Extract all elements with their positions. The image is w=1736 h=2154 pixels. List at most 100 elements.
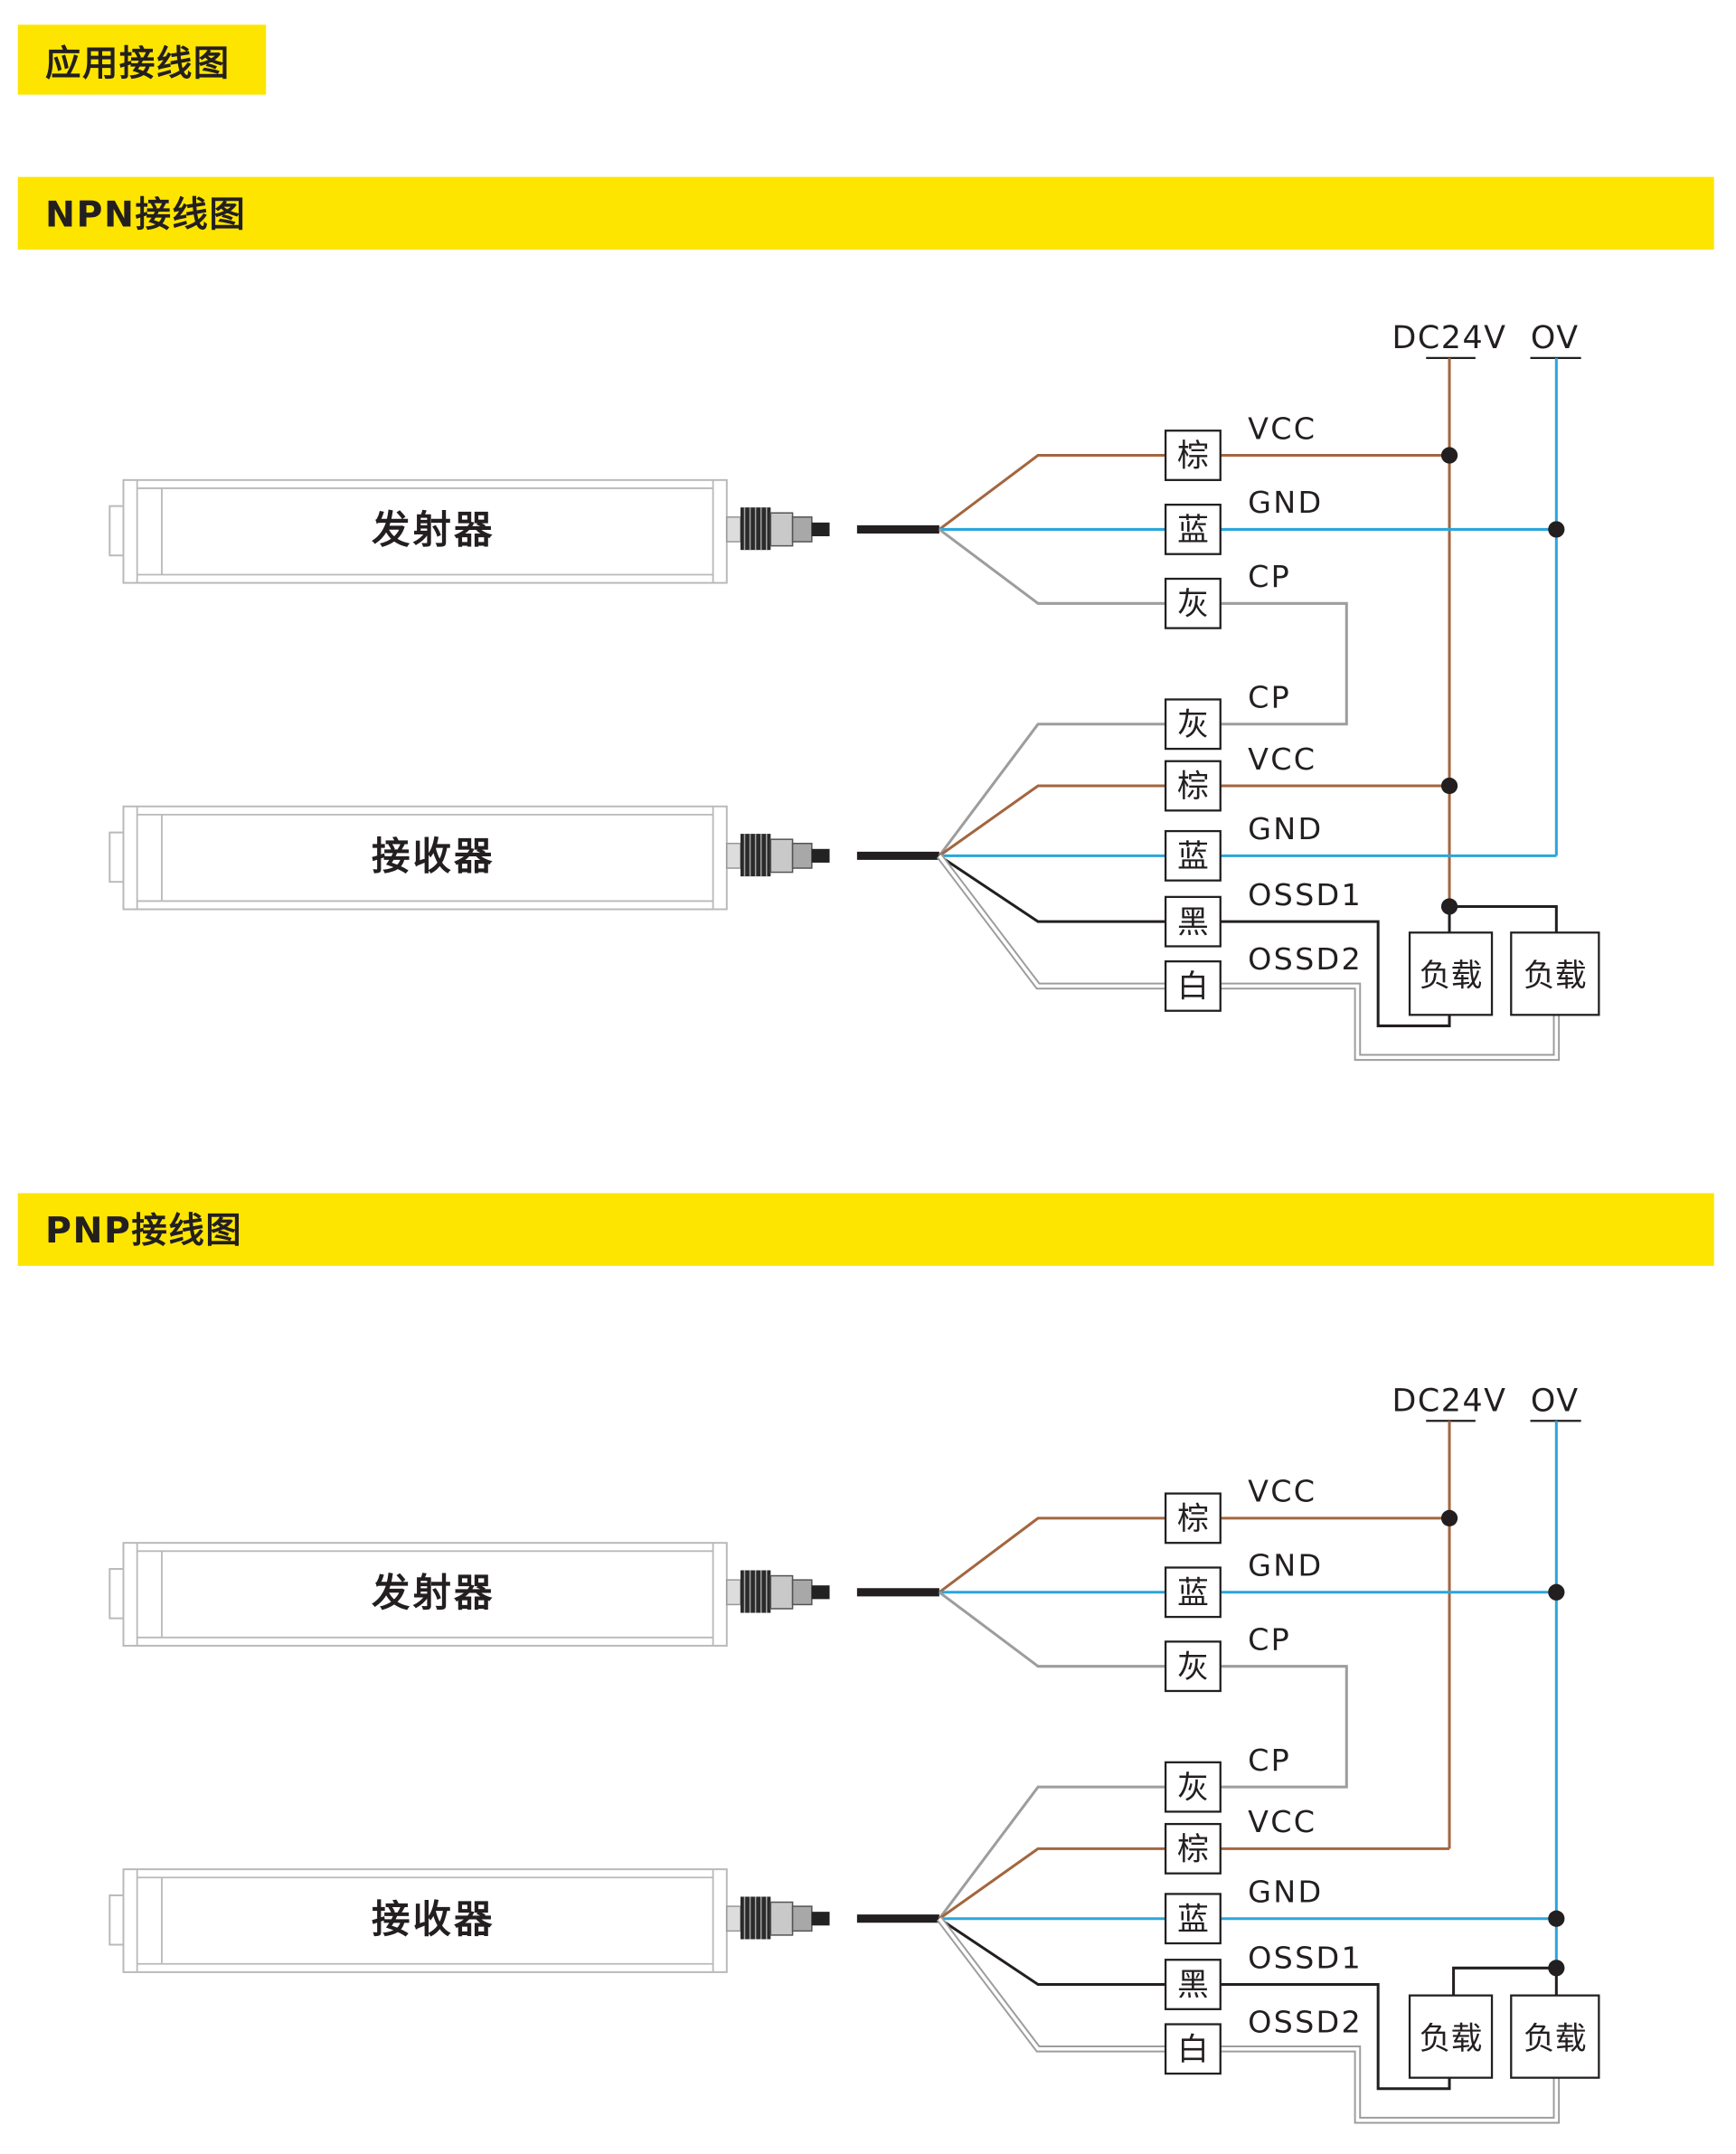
connector-neck [726, 842, 741, 869]
junction-dots [1440, 447, 1565, 915]
wire-color-label: 棕 [1177, 769, 1209, 805]
ov-label: OV [1531, 320, 1580, 356]
load-2: 负载 [1510, 1994, 1600, 2079]
wire-color-label: 灰 [1177, 1649, 1209, 1686]
connector-cable-stub [811, 1912, 830, 1926]
wire-color-label: 灰 [1177, 707, 1209, 743]
section-title-text: 应用接线图 [45, 43, 231, 84]
connector-neck [726, 1905, 741, 1932]
emitter-fan-wires [938, 454, 1166, 605]
emitter-wire-1 [938, 454, 1166, 531]
load-1-box [1408, 931, 1494, 1016]
connector-neck [726, 1579, 741, 1606]
emitter-wire-3 [938, 1591, 1166, 1668]
connector-sleeve [769, 512, 794, 547]
load-1: 负载 [1408, 931, 1494, 1016]
signal-label: GND [1248, 1548, 1323, 1583]
connector-sleeve [769, 1574, 794, 1610]
junction-dot [1440, 898, 1458, 915]
loads: 负载负载 [1408, 931, 1600, 1016]
wire-color-box [1164, 760, 1222, 812]
connector-tip [791, 1905, 813, 1932]
receiver-device: 接收器 [108, 1868, 939, 1973]
device-connector [726, 507, 830, 551]
section-title-box [17, 24, 267, 95]
wire-color-label: 蓝 [1177, 1902, 1209, 1938]
connector-sleeve [769, 838, 794, 874]
receiver-wire-5-core [938, 1917, 1166, 2051]
junction-dots [1440, 1509, 1565, 1977]
signal-label: OSSD1 [1248, 1940, 1363, 1975]
receiver-wire-5-core [938, 855, 1166, 988]
load-1-label: 负载 [1420, 2021, 1483, 2057]
wire-color-label: 蓝 [1177, 1575, 1209, 1611]
wire-color-label: 蓝 [1177, 513, 1209, 549]
signal-label: CP [1248, 1621, 1291, 1657]
receiver-wire-2 [938, 784, 1166, 857]
ossd2-wire-outline [1220, 2045, 1561, 2124]
wire-color-label: 白 [1177, 2032, 1209, 2068]
wire-color-box [1164, 960, 1222, 1012]
receiver-wire-tag-2: 棕 VCC [1164, 742, 1316, 812]
signal-label: OSSD2 [1248, 941, 1363, 977]
connector-sleeve [769, 1901, 794, 1936]
wire-color-box [1164, 503, 1222, 555]
receiver-wire-1 [938, 723, 1166, 857]
wire-color-box [1164, 430, 1222, 481]
junction-dot [1548, 521, 1565, 538]
signal-label: GND [1248, 1875, 1323, 1910]
signal-label: CP [1248, 559, 1291, 594]
junction-dot [1548, 1960, 1565, 1977]
pnp-banner-text: PNP接线图 [45, 1210, 242, 1252]
device-body [122, 478, 728, 584]
signal-label: OSSD2 [1248, 2005, 1363, 2040]
receiver-wire-5 [936, 854, 1166, 990]
wire-color-box [1164, 1566, 1222, 1619]
ossd2-wire [1220, 982, 1561, 1062]
emitter-wire-1 [938, 1516, 1166, 1593]
signal-label: VCC [1248, 411, 1316, 446]
connector-neck [726, 516, 741, 543]
npn-banner-text: NPN接线图 [45, 194, 246, 235]
wire-color-box [1164, 1893, 1222, 1945]
device-connector [726, 1896, 830, 1940]
load-2-label: 负载 [1524, 2021, 1587, 2057]
device-label: 发射器 [372, 509, 495, 553]
device-body [122, 1868, 728, 1973]
wire-color-label: 灰 [1177, 586, 1209, 622]
device-connector [726, 834, 830, 877]
section-title: 应用接线图 [17, 24, 267, 95]
connector-tip [791, 516, 813, 543]
ossd1-wire [1220, 1983, 1451, 2091]
signal-label: VCC [1248, 742, 1316, 777]
wire-color-box [1164, 1959, 1222, 2010]
connector-cable-stub [811, 522, 830, 537]
receiver-wire-tag-1: 灰CP [1164, 1743, 1291, 1813]
device-label: 接收器 [372, 1898, 495, 1942]
wire-color-label: 棕 [1177, 1501, 1209, 1537]
receiver-wire-4 [939, 855, 1166, 923]
wire-color-box [1164, 1761, 1222, 1813]
emitter-wire-tag-3: 灰 CP [1164, 559, 1291, 629]
receiver-fan-wires [936, 1785, 1166, 2053]
emitter-device: 发射器 [108, 1542, 939, 1647]
signal-label: CP [1248, 1743, 1291, 1778]
pnp-banner: PNP接线图 [17, 1193, 1714, 1266]
connector-tip [791, 1579, 813, 1606]
load-2-box [1510, 1994, 1600, 2079]
receiver-wire-tag-3: 蓝 GND [1164, 1875, 1323, 1945]
device-label: 接收器 [372, 836, 495, 880]
emitter-wire-tag-2: 蓝 GND [1164, 485, 1323, 555]
pnp-banner-box [17, 1193, 1714, 1266]
receiver-device: 接收器 [108, 805, 939, 911]
signal-label: OSSD1 [1248, 877, 1363, 912]
signal-label: GND [1248, 485, 1323, 520]
